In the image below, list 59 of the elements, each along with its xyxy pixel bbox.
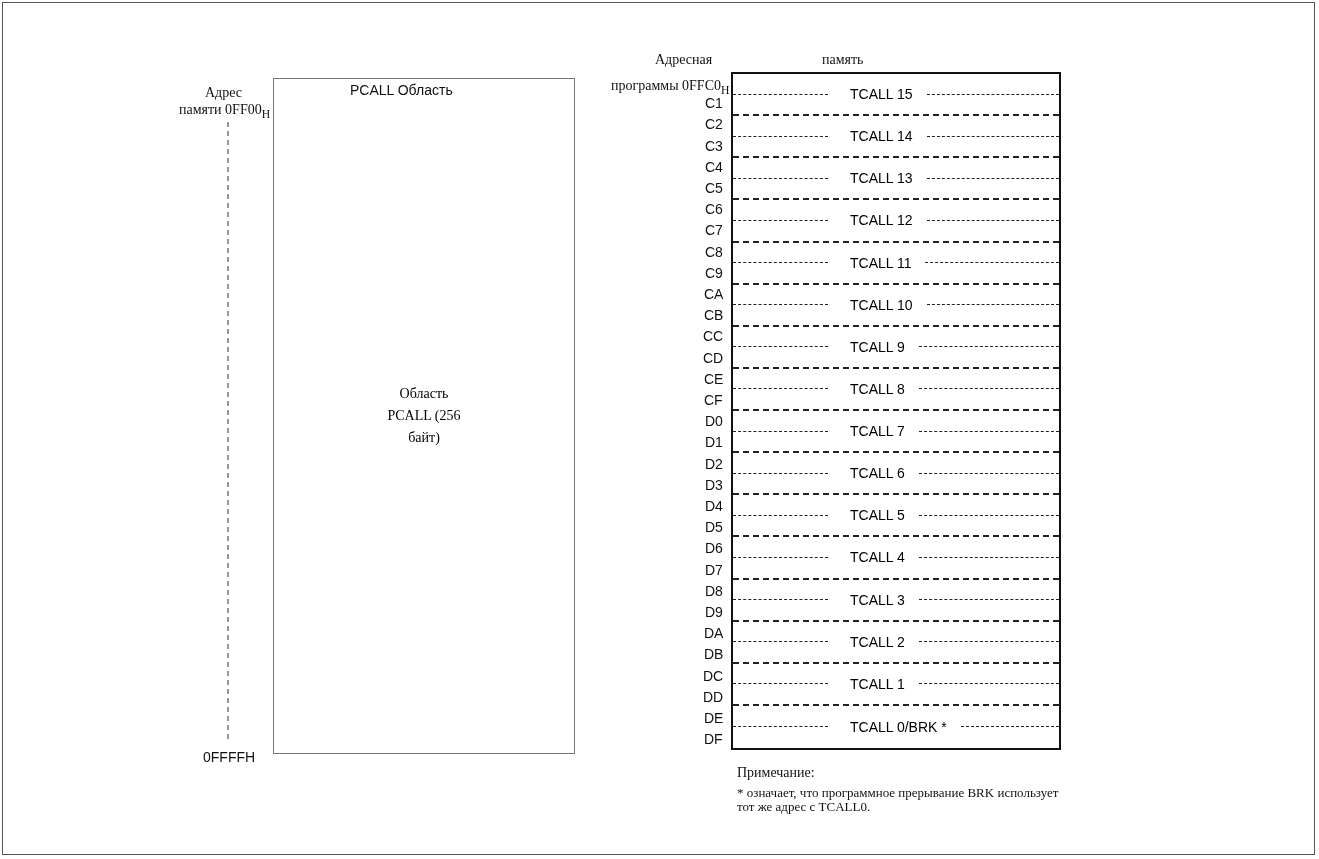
memory-table [731, 72, 1061, 750]
address-label: C6 [705, 201, 723, 218]
area-title: PCALL Область [350, 82, 453, 98]
address-label: D7 [705, 561, 723, 578]
address-label: C7 [705, 222, 723, 239]
address-label: C9 [705, 264, 723, 281]
address-label: CA [704, 286, 724, 302]
slot-label: TCALL 0/BRK * [850, 718, 947, 735]
slot-label: TCALL 11 [850, 254, 912, 271]
address-label: C8 [705, 243, 723, 260]
axis-title: память [822, 52, 864, 68]
slot-label: TCALL 10 [850, 296, 913, 313]
address-label: C2 [705, 116, 723, 133]
address-label: DA [704, 625, 724, 642]
slot-label: TCALL 14 [850, 128, 913, 145]
address-label: CC [703, 328, 724, 345]
note-title: Примечание: [737, 765, 815, 781]
start-address: памяти 0FF00$_{H}$ [179, 101, 271, 123]
slot-label: TCALL 13 [850, 170, 913, 187]
slot-label: TCALL 2 [850, 633, 905, 650]
slot-label: TCALL 12 [850, 212, 913, 229]
address-label: D0 [705, 413, 723, 430]
address-label: C4 [705, 158, 723, 175]
address-label: C1 [705, 95, 723, 112]
axis-title: Адрес [205, 85, 242, 101]
address-label: DF [704, 731, 723, 748]
axis-title: Адресная [655, 52, 713, 68]
slot-label: TCALL 15 [850, 86, 913, 103]
address-label: D3 [705, 476, 723, 493]
slot-label: TCALL 7 [850, 423, 905, 440]
address-label: CF [704, 392, 723, 408]
area-label: Область PCALL (256 байт) [386, 385, 462, 447]
address-label: D4 [705, 498, 723, 514]
slot-label: TCALL 4 [850, 549, 905, 566]
end-address: 0FFFFH [203, 749, 256, 765]
note-text: * означает, что программное прерывание BRK использует тот же адрес с TCALL0. [737, 786, 1060, 814]
address-label: DB [704, 646, 724, 663]
memory-area-box [273, 78, 575, 754]
address-label: D2 [705, 455, 723, 472]
slot-label: TCALL 6 [850, 465, 905, 482]
address-label: C5 [705, 180, 723, 196]
address-label: CB [704, 307, 724, 324]
address-label: D9 [705, 604, 723, 620]
address-label: CD [703, 349, 724, 366]
slot-label: TCALL 1 [850, 675, 905, 692]
slot-label: TCALL 3 [850, 591, 905, 608]
address-label: D8 [705, 582, 723, 599]
address-label: D1 [705, 434, 723, 451]
slot-label: TCALL 9 [850, 338, 905, 355]
address-label: C3 [705, 137, 723, 154]
address-label: D5 [705, 519, 723, 536]
slot-label: TCALL 5 [850, 507, 905, 524]
address-label: DE [704, 710, 724, 726]
start-address: программы 0FFC0$_{H}$ [611, 77, 730, 98]
address-label: DC [703, 667, 724, 684]
slot-label: TCALL 8 [850, 380, 905, 397]
address-label: CE [704, 370, 724, 387]
address-label: DD [703, 688, 724, 705]
address-label: D6 [705, 540, 723, 557]
